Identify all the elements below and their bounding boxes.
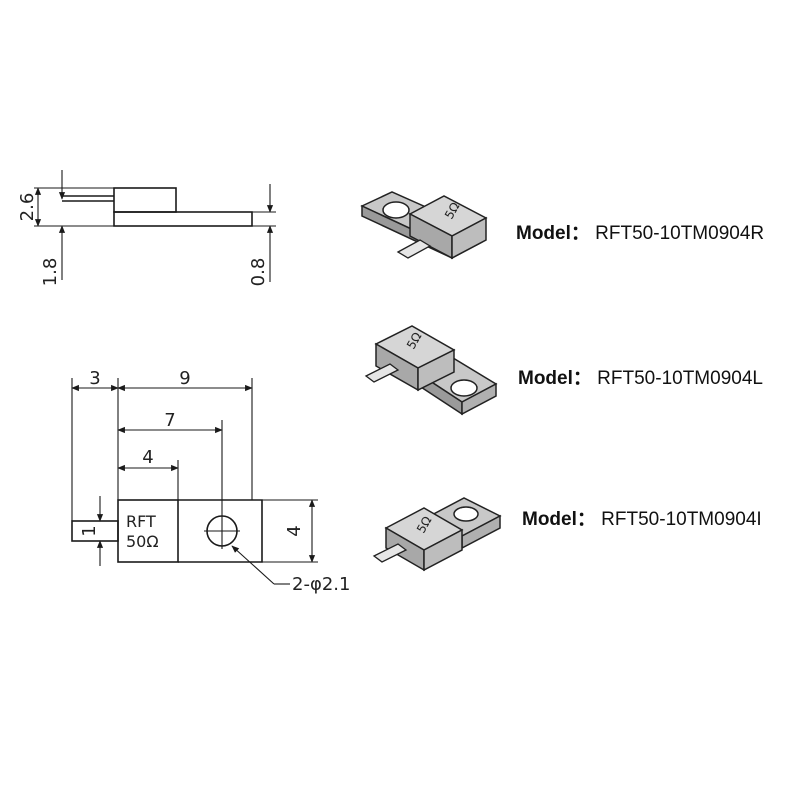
dim-body-height-label: 1.8 [40, 258, 61, 287]
top-body-shape [117, 499, 179, 563]
dim-total-height-label: 2.6 [17, 193, 38, 222]
side-view-drawing [34, 170, 276, 282]
dim-overall-length-label: 9 [179, 368, 190, 389]
dim-lead-width-label: 1 [79, 525, 100, 536]
dim-body-length-label: 4 [142, 447, 153, 468]
top-flange-shape [178, 499, 263, 563]
model-i-illustration: 5Ω [372, 497, 502, 572]
model-i-key: Model： [522, 509, 596, 530]
model-l-key: Model： [518, 368, 592, 389]
model-i-name: RFT50-10TM0904I [601, 509, 762, 530]
model-l-name: RFT50-10TM0904L [597, 368, 763, 389]
hole-callout-label: 2-φ2.1 [292, 574, 350, 595]
model-l-label: Model： RFT50-10TM0904L [518, 368, 763, 389]
model-r-illustration: 5Ω [360, 191, 488, 260]
top-view-drawing [71, 378, 318, 585]
model-l-illustration: 5Ω [364, 325, 498, 416]
dim-tab-height-label: 0.8 [248, 258, 269, 287]
dim-lead-length-label: 3 [89, 368, 100, 389]
model-i-label: Model： RFT50-10TM0904I [522, 509, 762, 530]
dim-hole-center-label: 7 [164, 410, 175, 431]
side-flange-shape [113, 211, 253, 227]
model-r-name: RFT50-10TM0904R [595, 223, 764, 244]
body-label-line2: 50Ω [126, 532, 159, 551]
model-r-key: Model： [516, 223, 590, 244]
side-body-shape [113, 187, 177, 213]
dim-width-label: 4 [284, 525, 305, 536]
model-r-label: Model： RFT50-10TM0904R [516, 223, 764, 244]
body-label-line1: RFT [126, 512, 156, 531]
